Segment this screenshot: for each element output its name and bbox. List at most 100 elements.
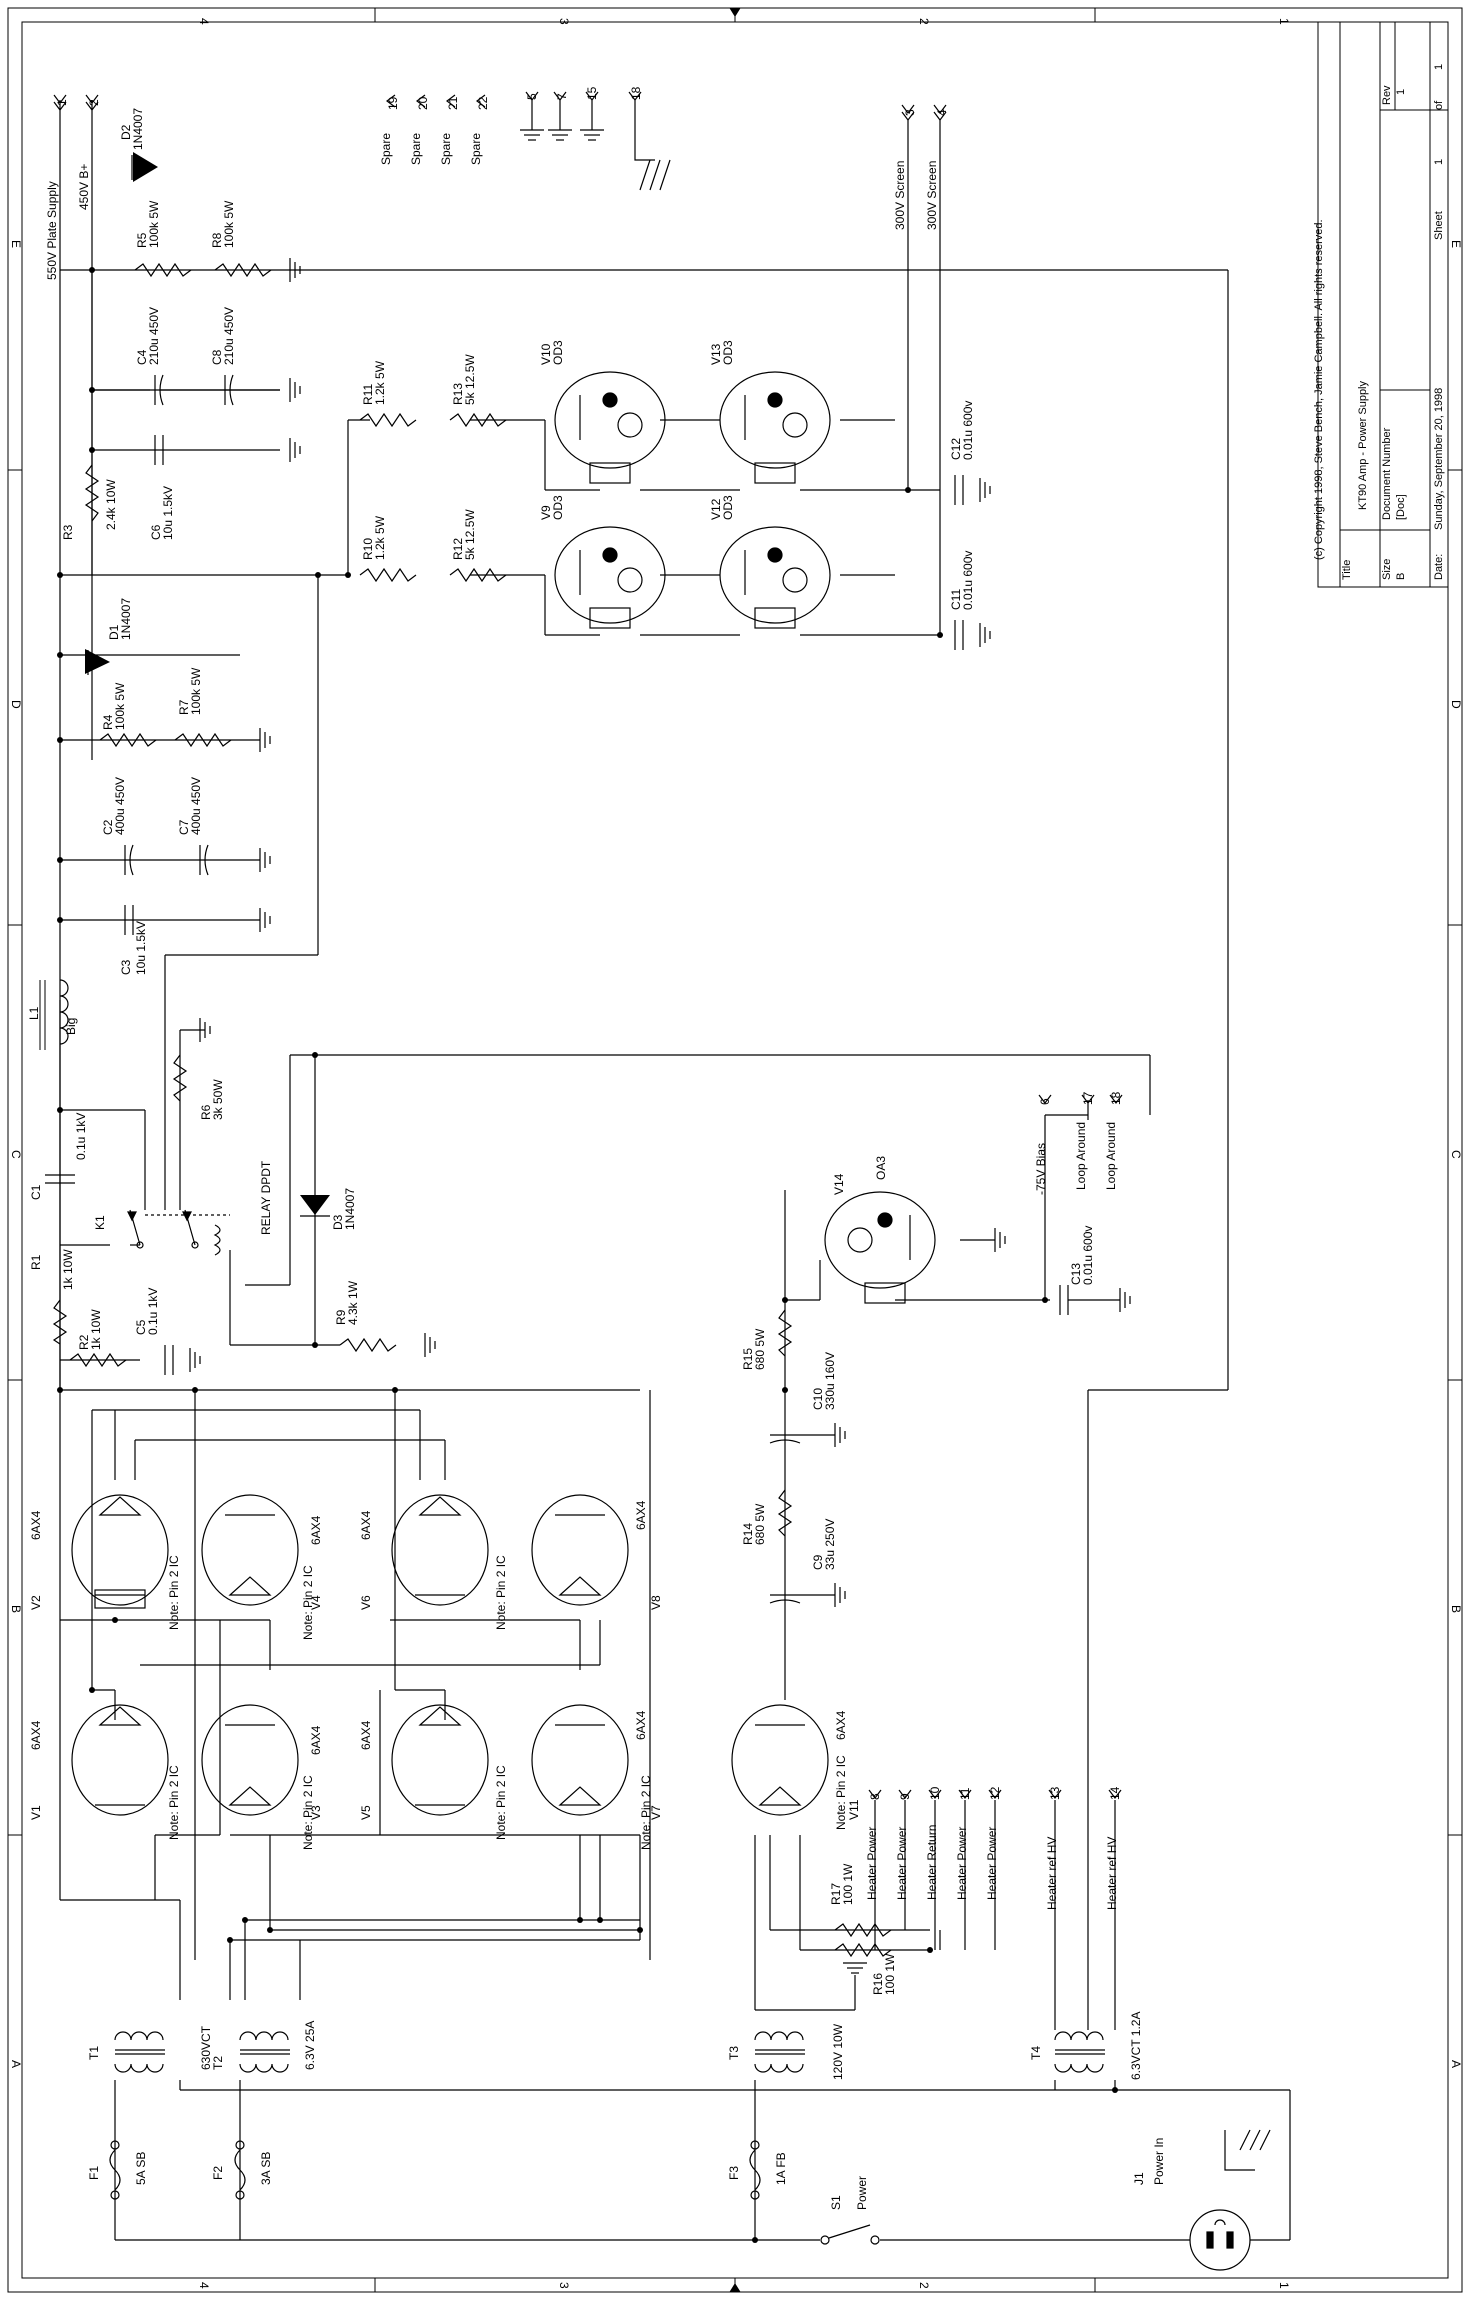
note-v6: Note: Pin 2 IC [494,1555,508,1630]
v7-ref: V7 [649,1805,663,1820]
s1-ref: S1 [829,2195,843,2210]
rev-label: Rev [1381,85,1393,105]
d1-value: 1N4007 [119,598,133,640]
net-5-chevron [525,91,539,101]
net-14-chevron [1108,1789,1122,1799]
zone-left-d: D [9,700,23,709]
net-13-label: Heater ref HV [1045,1837,1059,1910]
of-value: 1 [1433,64,1445,70]
v2-value: 6AX4 [29,1510,43,1540]
zone-bot-3: 2 [917,2282,931,2289]
note-v5: Note: Pin 2 IC [494,1765,508,1840]
net-11-num: 11 [958,1787,972,1800]
net-6-num: 6 [1038,1098,1052,1105]
v11-ref: V11 [847,1799,861,1820]
resistor-r17 [834,1942,892,1958]
v11-value: 6AX4 [834,1710,848,1740]
tube-v8 [531,1494,629,1606]
resistor-r7 [174,732,232,748]
resistor-r9 [339,1337,397,1353]
net-13-num: 13 [1048,1786,1062,1800]
r5-value: 100k 5W [147,200,161,248]
f2-ref: F2 [211,2166,225,2180]
capacitor-c1 [45,1174,75,1184]
zone-top-4: 1 [1277,18,1291,25]
c13-value: 0.01u 600v [1081,1226,1095,1285]
k1-ref: K1 [93,1215,107,1230]
c7-ref: C7 [177,819,191,835]
sheet-label: Sheet [1433,211,1445,240]
zone-right-b: B [1449,1605,1463,1613]
net-15-chevron [585,91,599,101]
net-3-label: 300V Screen [893,161,907,230]
v3-value: 6AX4 [309,1725,323,1755]
f3-ref: F3 [727,2166,741,2180]
r7-value: 100k 5W [189,667,203,715]
r17-value: 100 1W [841,1863,855,1905]
j1-ref: J1 [1132,2172,1146,2185]
r10-value: 1.2k 5W [373,515,387,560]
fuse-f3 [749,2140,761,2200]
c10-ref: C10 [811,1388,825,1410]
diode-d1 [85,649,110,675]
net-6-chevron [1038,1094,1052,1104]
r2-ref: R2 [77,1334,91,1350]
net-3-chevron [901,104,915,121]
ground-icon [634,100,671,191]
zone-labels: 4 3 2 1 4 3 2 1 E D C B A E D C B A [9,18,1463,2289]
f2-value: 3A SB [259,2152,273,2185]
junctions [57,267,1118,2243]
resistor-r14 [777,1489,793,1537]
capacitor-c10 [769,1434,801,1444]
net-13-chevron [1048,1789,1062,1799]
net-9-chevron [898,1789,912,1799]
resistor-r13 [449,412,507,428]
tube-v12 [719,526,831,629]
resistor-r10 [359,567,417,583]
r10-ref: R10 [361,538,375,560]
v12-ref: V12 [709,498,723,520]
capacitor-c11 [954,620,964,650]
f3-value: 1A FB [774,2152,788,2185]
net-1-num: 1 [55,99,69,106]
switch-s1 [820,2224,880,2245]
net-22-num: 22 [476,96,490,110]
net-1-chevron [53,94,67,111]
v7-value: 6AX4 [634,1710,648,1740]
net-1-label: 550V Plate Supply [45,181,59,280]
v10-ref: V10 [539,343,553,365]
r1-value: 1k 10W [61,1249,75,1290]
transformer-t2 [239,2031,290,2073]
date-value: Sunday, September 20, 1998 [1433,388,1445,530]
v12-value: OD3 [721,495,735,520]
net-11-label: Heater Power [955,1827,969,1900]
c3-ref: C3 [119,959,133,975]
r6-value: 3k 50W [211,1079,225,1120]
r12-ref: R12 [451,538,465,560]
t2-value: 6.3V 25A [303,2021,317,2070]
net-4-label: 300V Screen [925,161,939,230]
ground-icon [289,438,301,462]
title-label: Title [1341,560,1353,580]
v3-ref: V3 [309,1805,323,1820]
wires [59,100,1291,2241]
transformer-t3 [754,2031,805,2073]
ground-icon [548,100,572,141]
v5-value: 6AX4 [359,1720,373,1750]
zone-bot-4: 1 [1277,2282,1291,2289]
capacitor-c2 [124,844,134,876]
net-18-chevron [628,91,642,101]
j1-value: Power In [1152,2138,1166,2185]
c12-value: 0.01u 600v [961,401,975,460]
c1-ref: C1 [29,1184,43,1200]
l1-ref: L1 [27,1006,41,1020]
c5-ref: C5 [134,1319,148,1335]
net-9-label: Heater Power [895,1827,909,1900]
t4-ref: T4 [1029,2046,1043,2060]
docnum-value: [Doc] [1395,494,1407,520]
r9-value: 4.3k 1W [346,1280,360,1325]
c10-value: 330u 160V [823,1352,837,1410]
c11-value: 0.01u 600v [961,551,975,610]
net-17-num: 17 [1081,1091,1095,1105]
resistor-r8 [214,262,272,278]
